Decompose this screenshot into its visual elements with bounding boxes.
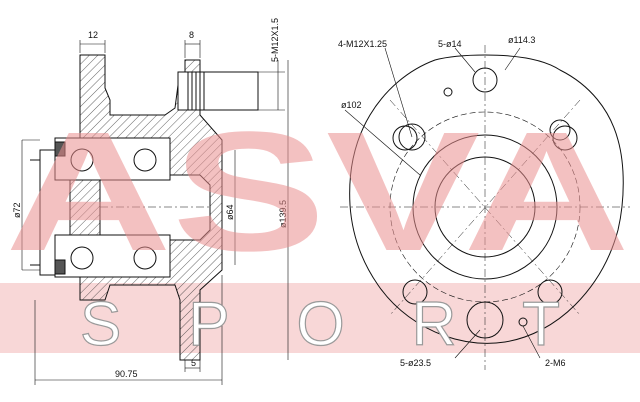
side-section-view xyxy=(21,40,289,385)
dim-pcd-outer: ø139.5 xyxy=(278,200,288,228)
pilot-ring xyxy=(412,134,558,280)
label-relief-holes: 5-ø23.5 xyxy=(400,358,431,368)
tapped-hole xyxy=(443,87,453,97)
stud-hole xyxy=(552,125,578,151)
label-stud-holes: 5-ø14 xyxy=(438,39,462,49)
label-bolt-holes: 4-M12X1.25 xyxy=(338,39,387,49)
lower-ball-left xyxy=(70,246,94,270)
front-view xyxy=(340,45,630,370)
dim-stud-thread: 5-M12X1.5 xyxy=(270,18,280,62)
dim-hub-dia: ø64 xyxy=(225,204,235,220)
upper-ball-right xyxy=(133,148,157,172)
dim-overall-width: 90.75 xyxy=(115,369,138,379)
label-tapped-holes: 2-M6 xyxy=(545,358,566,368)
lower-ball-right xyxy=(133,246,157,270)
relief-hole xyxy=(549,119,571,141)
relief-hole xyxy=(398,123,426,151)
dim-top-left: 12 xyxy=(88,30,98,40)
dim-bottom-small: 5 xyxy=(191,358,196,368)
label-pilot: ø102 xyxy=(341,100,362,110)
upper-ball-left xyxy=(70,148,94,172)
watermark-brand: ASVA xyxy=(5,97,630,287)
flange-outline xyxy=(349,54,624,344)
stud-hole xyxy=(537,279,563,305)
dim-top-right: 8 xyxy=(189,30,194,40)
wheel-stud xyxy=(177,71,259,111)
label-pcd: ø114.3 xyxy=(508,35,535,45)
stud-hole xyxy=(402,279,428,305)
dim-left-dia: ø72 xyxy=(12,202,22,218)
